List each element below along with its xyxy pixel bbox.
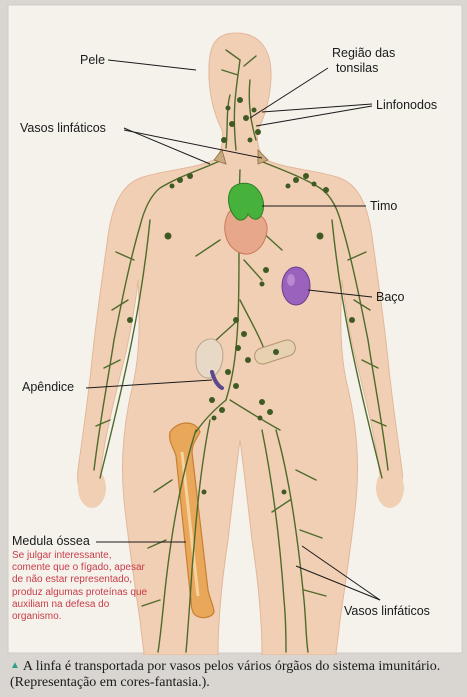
label-vasos-linfaticos-bottom: Vasos linfáticos [344, 604, 430, 618]
label-apendice: Apêndice [22, 380, 74, 394]
spleen [282, 267, 310, 305]
label-linfonodos: Linfonodos [376, 98, 437, 112]
label-medula-ossea: Medula óssea [12, 534, 90, 548]
figure-caption: ▲A linfa é transportada por vasos pelos … [10, 658, 460, 691]
label-pele: Pele [80, 53, 105, 67]
right-hand [376, 468, 404, 508]
teacher-note: Se julgar interessante, comente que o fí… [12, 550, 152, 623]
label-regiao-tonsilas-line2: tonsilas [336, 61, 378, 75]
label-regiao-tonsilas-line1: Região das [332, 46, 395, 60]
caption-triangle-icon: ▲ [10, 660, 20, 671]
caption-text: A linfa é transportada por vasos pelos v… [10, 659, 440, 690]
label-timo: Timo [370, 199, 397, 213]
left-hand [78, 468, 106, 508]
label-baco: Baço [376, 290, 405, 304]
label-vasos-linfaticos-top: Vasos linfáticos [20, 121, 106, 135]
